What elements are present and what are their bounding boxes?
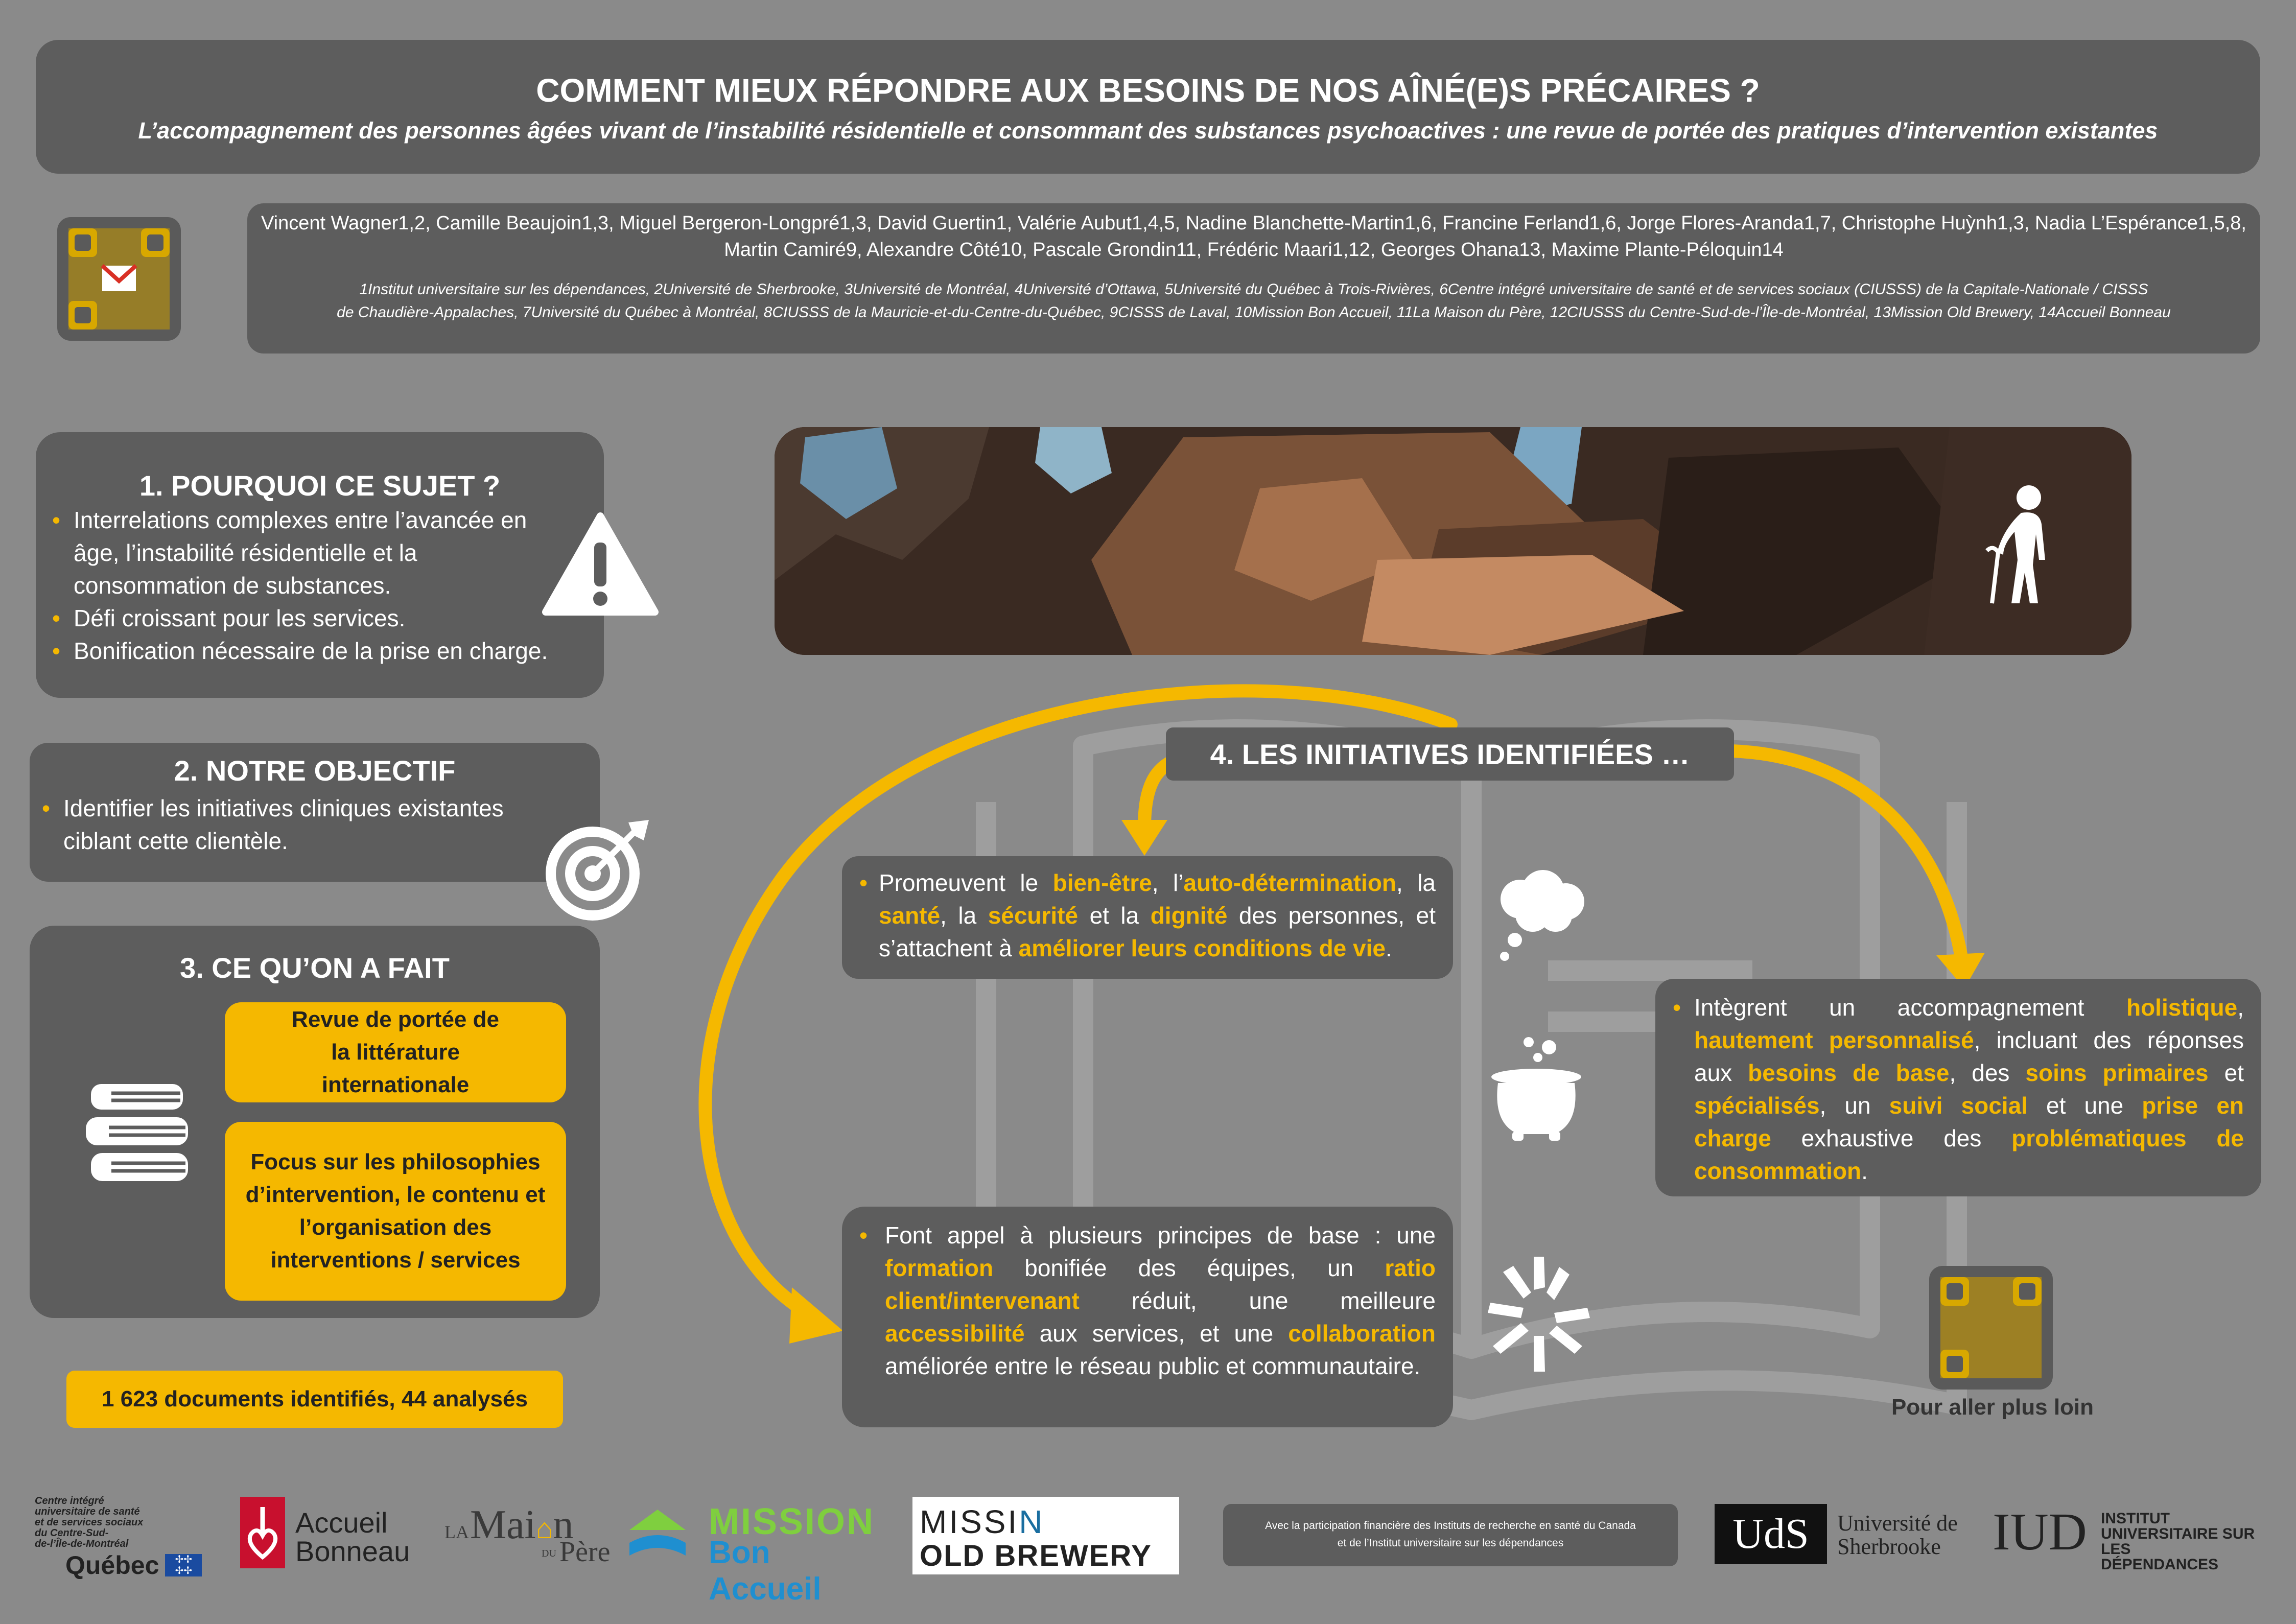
section-pourquoi: 1. POURQUOI CE SUJET ? Interrelations co… bbox=[36, 432, 604, 698]
qr-code-icon bbox=[68, 228, 170, 329]
poster-subtitle: L’accompagnement des personnes âgées viv… bbox=[138, 117, 2158, 144]
poster-title: COMMENT MIEUX RÉPONDRE AUX BESOINS DE NO… bbox=[536, 72, 1760, 109]
section-3-title: 3. CE QU’ON A FAIT bbox=[180, 952, 450, 984]
header-banner: COMMENT MIEUX RÉPONDRE AUX BESOINS DE NO… bbox=[36, 40, 2260, 174]
list-item: Identifier les initiatives cliniques exi… bbox=[42, 792, 563, 857]
initiative-card-values: •Promeuvent le bien-être, l’auto-détermi… bbox=[842, 856, 1453, 979]
logo-mission-bon-accueil: MISSION Bon Accueil bbox=[624, 1499, 890, 1607]
elderly-person-banner-image bbox=[775, 427, 2131, 655]
portrait-illustration bbox=[775, 427, 2131, 655]
method-box-review: Revue de portée de la littérature intern… bbox=[225, 1002, 566, 1102]
warning-icon bbox=[542, 512, 659, 616]
qr-code-contact[interactable] bbox=[57, 217, 181, 341]
logo-mission-old-brewery: MISSIN OLD BREWERY bbox=[912, 1497, 1179, 1574]
authors-line-2: Martin Camiré9, Alexandre Côté10, Pascal… bbox=[724, 239, 1784, 261]
initiative-card-principles: •Font appel à plusieurs principes de bas… bbox=[842, 1207, 1453, 1427]
initiative-card-approach: •Intègrent un accompagnement holistique,… bbox=[1655, 979, 2261, 1196]
affiliations-line-2: de Chaudière-Appalaches, 7Université du … bbox=[337, 304, 2171, 321]
arrow-head-right bbox=[1936, 953, 1985, 988]
card-3-text: •Font appel à plusieurs principes de bas… bbox=[859, 1222, 1436, 1379]
section-objectif: 2. NOTRE OBJECTIF Identifier les initiat… bbox=[30, 743, 600, 882]
section-methode: 3. CE QU’ON A FAIT Revue de portée de la… bbox=[30, 926, 600, 1318]
mission-bon-accueil-icon bbox=[629, 1510, 686, 1556]
logo-maison-du-pere: LA Mai⌂n DU Père bbox=[444, 1502, 611, 1568]
list-item: Bonification nécessaire de la prise en c… bbox=[52, 634, 573, 667]
arrow-head-center bbox=[1121, 820, 1167, 856]
accueil-bonneau-icon bbox=[240, 1497, 285, 1568]
funding-notice: Avec la participation financière des Ins… bbox=[1223, 1504, 1678, 1566]
list-item: Défi croissant pour les services. bbox=[52, 602, 573, 634]
list-item: Interrelations complexes entre l’avancée… bbox=[52, 504, 573, 602]
more-info-label: Pour aller plus loin bbox=[1891, 1395, 2094, 1420]
target-icon bbox=[546, 820, 649, 921]
affiliations-line-1: 1Institut universitaire sur les dépendan… bbox=[359, 281, 2148, 298]
logo-accueil-bonneau: Accueil Bonneau bbox=[240, 1497, 434, 1568]
card-2-text: •Intègrent un accompagnement holistique,… bbox=[1673, 994, 2244, 1184]
section-1-title: 1. POURQUOI CE SUJET ? bbox=[139, 469, 501, 502]
books-icon bbox=[86, 1084, 188, 1181]
logo-universite-sherbrooke: UdS Université de Sherbrooke bbox=[1715, 1504, 1970, 1565]
section-4-title: 4. LES INITIATIVES IDENTIFIÉES … bbox=[1166, 727, 1734, 781]
elderly-walker-icon bbox=[1985, 485, 2045, 604]
qr-code-more-info[interactable] bbox=[1929, 1266, 2053, 1390]
card-1-text: •Promeuvent le bien-être, l’auto-détermi… bbox=[859, 869, 1436, 961]
arrow-head-left bbox=[789, 1287, 843, 1344]
quebec-flag-icon: ✢✢✢✢ bbox=[165, 1554, 202, 1576]
section-2-title: 2. NOTRE OBJECTIF bbox=[174, 755, 456, 787]
cooking-pot-icon bbox=[1491, 1037, 1581, 1141]
section-2-list: Identifier les initiatives cliniques exi… bbox=[42, 792, 563, 857]
qr-code-icon bbox=[1940, 1277, 2042, 1378]
authors-line-1: Vincent Wagner1,2, Camille Beaujoin1,3, … bbox=[261, 213, 2246, 234]
thought-bubble-icon bbox=[1500, 870, 1584, 961]
section-1-list: Interrelations complexes entre l’avancée… bbox=[52, 504, 573, 667]
mail-icon bbox=[101, 264, 137, 291]
documents-count-badge: 1 623 documents identifiés, 44 analysés bbox=[66, 1371, 563, 1428]
authors-box: Vincent Wagner1,2, Camille Beaujoin1,3, … bbox=[247, 203, 2260, 354]
hands-together-icon bbox=[1488, 1257, 1590, 1372]
method-box-focus: Focus sur les philosophies d’interventio… bbox=[225, 1122, 566, 1301]
